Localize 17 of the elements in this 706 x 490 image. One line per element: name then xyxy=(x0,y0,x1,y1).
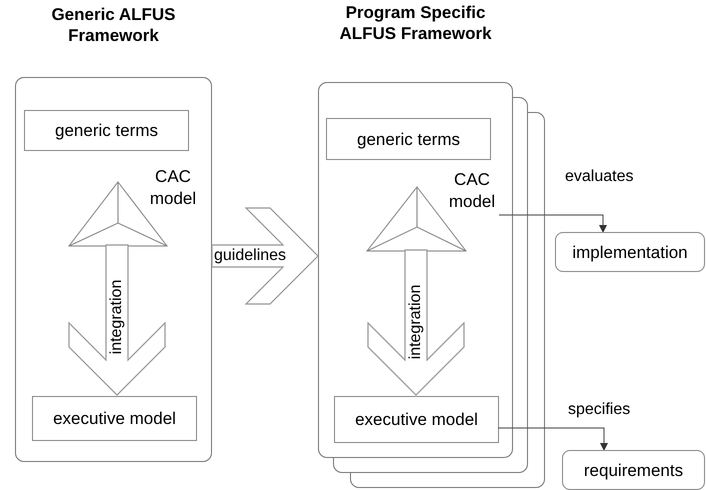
connector-arrow xyxy=(498,214,607,233)
node-label: CAC model xyxy=(448,169,496,213)
rounded-box: requirements xyxy=(562,450,705,490)
edge-label: integration xyxy=(406,284,425,360)
process-box: generic terms xyxy=(24,110,189,151)
framework-title: Generic ALFUS Framework xyxy=(50,4,177,47)
edge-label: integration xyxy=(107,280,126,354)
process-box: generic terms xyxy=(326,118,491,160)
process-box: executive model xyxy=(334,396,499,443)
process-box: executive model xyxy=(32,396,197,441)
connector-arrow xyxy=(498,428,608,451)
rounded-box: implementation xyxy=(555,232,705,272)
edge-label: guidelines xyxy=(214,246,286,266)
edge-label: specifies xyxy=(568,400,630,420)
node-label: CAC model xyxy=(148,166,198,210)
framework-title: Program Specific ALFUS Framework xyxy=(338,2,493,45)
edge-label: evaluates xyxy=(565,167,634,187)
